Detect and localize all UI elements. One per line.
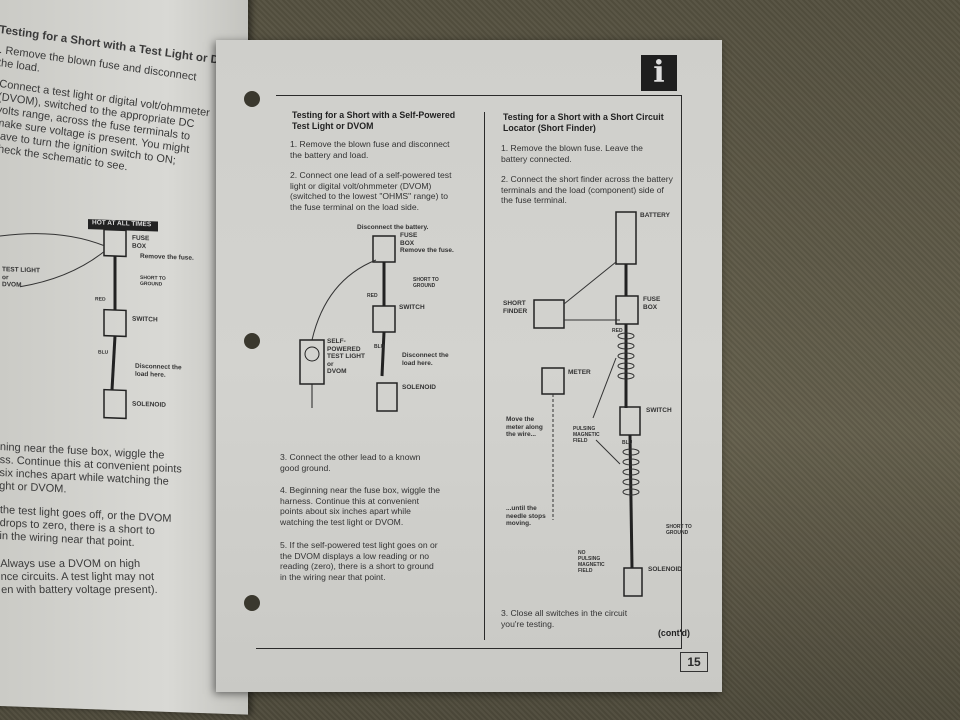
left-short-label: SHORT TO GROUND: [140, 274, 166, 288]
binder-hole: [244, 333, 260, 349]
binder-hole: [244, 595, 260, 611]
left-solenoid-label: SOLENOID: [132, 400, 166, 409]
col2-solenoid-label: SOLENOID: [648, 566, 682, 573]
meter-label: METER: [568, 369, 591, 376]
left-test-light-label: TEST LIGHT or DVOM: [2, 266, 40, 289]
left-switch-label: SWITCH: [132, 315, 158, 324]
col2-title: Testing for a Short with a Short Circuit…: [503, 112, 664, 133]
short-finder-diagram: [533, 211, 643, 597]
col2-step-3: 3. Close all switches in the circuit you…: [501, 608, 628, 629]
info-icon: i: [641, 55, 677, 91]
col2-switch-label: SWITCH: [646, 407, 672, 414]
col2-blu-label: BLU: [622, 440, 633, 446]
right-page: i Testing for a Short with a Self-Powere…: [216, 40, 722, 692]
left-diagram: [0, 219, 158, 420]
top-rule: [276, 95, 681, 96]
col2-fuse-box-label: FUSE BOX: [643, 296, 661, 311]
col1-step-2: 2. Connect one lead of a self-powered te…: [290, 170, 452, 212]
continued-label: (cont'd): [658, 628, 690, 638]
no-pulsing-label: NO PULSING MAGNETIC FIELD: [578, 550, 605, 574]
col1-step-3: 3. Connect the other lead to a known goo…: [280, 452, 421, 473]
col1-disconnect-load-label: Disconnect the load here.: [402, 352, 449, 367]
col2-step-2: 2. Connect the short finder across the b…: [501, 174, 673, 205]
binder-hole: [244, 91, 260, 107]
col1-blu-label: BLU: [374, 344, 385, 350]
left-page: Testing for a Short with a Test Light or…: [0, 0, 248, 715]
col1-short-label: SHORT TO GROUND: [413, 277, 439, 289]
move-meter-label: Move the meter along the wire...: [506, 416, 543, 438]
left-red-label: RED: [95, 296, 106, 303]
short-finder-label: SHORT FINDER: [503, 300, 528, 315]
column-divider: [484, 112, 485, 640]
pulsing-field-label: PULSING MAGNETIC FIELD: [573, 426, 600, 444]
disconnect-battery-label: Disconnect the battery.: [357, 224, 429, 231]
col1-solenoid-label: SOLENOID: [402, 384, 436, 391]
page-number: 15: [680, 652, 708, 672]
col2-red-label: RED: [612, 328, 623, 334]
left-fuse-box-label: FUSE BOX: [132, 234, 150, 250]
col2-short-label: SHORT TO GROUND: [666, 524, 692, 536]
col1-fuse-box-label: FUSE BOX: [400, 232, 418, 247]
bottom-rule: [256, 648, 682, 649]
col1-step-4: 4. Beginning near the fuse box, wiggle t…: [280, 485, 441, 527]
col1-red-label: RED: [367, 293, 378, 299]
col1-step-5: 5. If the self-powered test light goes o…: [280, 540, 438, 582]
left-blu-label: BLU: [98, 349, 109, 356]
left-step-4: ning near the fuse box, wiggle the ss. C…: [0, 441, 182, 496]
col2-step-1: 1. Remove the blown fuse. Leave the batt…: [501, 143, 643, 164]
self-powered-test-light-label: SELF- POWERED TEST LIGHT or DVOM: [327, 338, 365, 375]
right-border: [681, 95, 682, 648]
col1-remove-fuse-label: Remove the fuse.: [400, 247, 454, 254]
until-needle-label: ...until the needle stops moving.: [506, 505, 546, 527]
col1-title: Testing for a Short with a Self-Powered …: [292, 110, 456, 131]
left-disconnect-label: Disconnect the load here.: [135, 362, 182, 379]
col1-switch-label: SWITCH: [399, 304, 425, 311]
self-powered-diagram: [299, 235, 398, 412]
left-note: Always use a DVOM on high nce circuits. …: [0, 558, 158, 597]
col1-step-1: 1. Remove the blown fuse and disconnect …: [290, 139, 450, 160]
battery-label: BATTERY: [640, 212, 670, 219]
